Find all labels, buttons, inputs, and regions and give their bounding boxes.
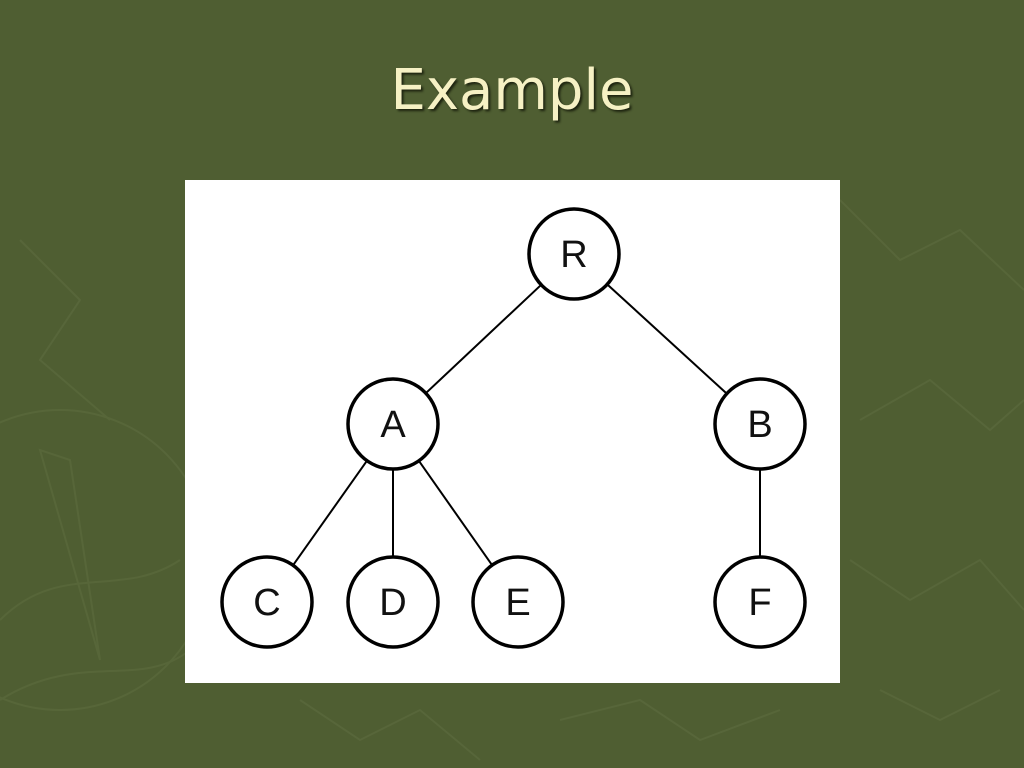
edge-r-a — [425, 284, 542, 394]
node-label: F — [748, 582, 771, 624]
tree-node-e: E — [471, 555, 565, 649]
tree-node-a: A — [346, 377, 440, 471]
tree-node-d: D — [346, 555, 440, 649]
node-circle — [527, 207, 621, 301]
tree-node-c: C — [220, 555, 314, 649]
node-circle — [346, 555, 440, 649]
edge-a-c — [292, 460, 368, 566]
node-circle — [471, 555, 565, 649]
node-label: A — [380, 404, 406, 446]
node-label: B — [747, 404, 772, 446]
tree-node-b: B — [713, 377, 807, 471]
tree-node-r: R — [527, 207, 621, 301]
node-circle — [713, 377, 807, 471]
node-circle — [713, 555, 807, 649]
node-label: C — [253, 582, 280, 624]
edge-a-e — [418, 460, 493, 566]
tree-diagram: R A B C D E F — [220, 207, 807, 649]
edge-r-b — [606, 283, 728, 395]
node-circle — [346, 377, 440, 471]
node-label: E — [505, 582, 530, 624]
node-circle — [220, 555, 314, 649]
node-label: R — [560, 234, 587, 276]
diagram-panel: R A B C D E F — [185, 180, 840, 683]
slide-title: Example — [390, 58, 634, 123]
tree-node-f: F — [713, 555, 807, 649]
node-label: D — [379, 582, 406, 624]
